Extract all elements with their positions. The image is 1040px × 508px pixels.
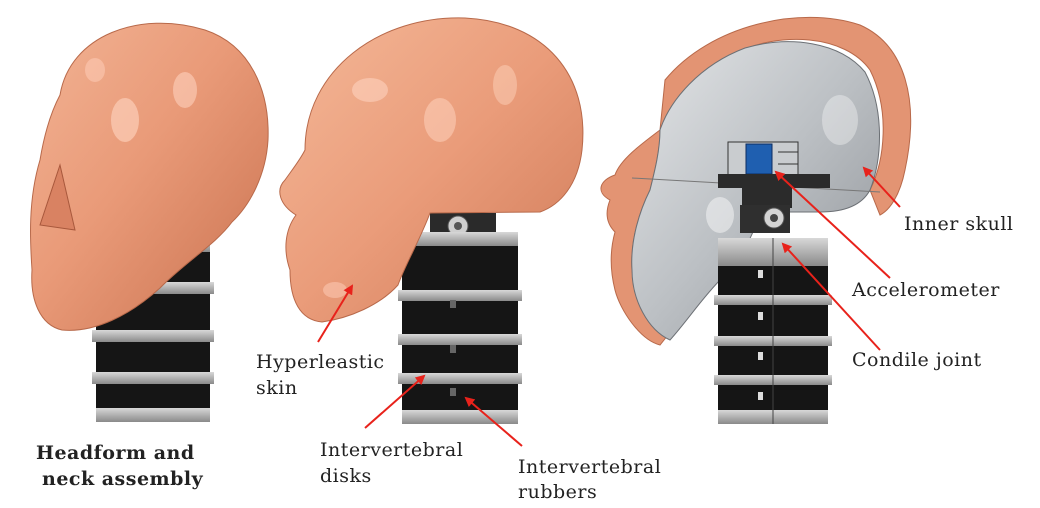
label-hyperelastic-line2: skin [256, 376, 298, 400]
label-accelerometer: Accelerometer [852, 278, 1000, 302]
label-condile-joint: Condile joint [852, 348, 982, 372]
label-hyperelastic-line1: Hyperleastic [256, 350, 385, 374]
label-intervertebral-rubbers-line1: Intervertebral [518, 455, 661, 479]
neck-2 [398, 232, 522, 424]
caption-headform-line2: neck assembly [42, 466, 203, 492]
accelerometer-block [728, 142, 798, 176]
neck-3 [714, 238, 832, 424]
head-skin-1 [30, 23, 268, 330]
label-inner-skull: Inner skull [904, 212, 1014, 236]
label-intervertebral-rubbers-line2: rubbers [518, 480, 597, 504]
headform-front-view [30, 23, 268, 422]
label-intervertebral-disks-line1: Intervertebral [320, 438, 463, 462]
label-intervertebral-disks-line2: disks [320, 464, 372, 488]
caption-headform-line1: Headform and [36, 440, 195, 466]
